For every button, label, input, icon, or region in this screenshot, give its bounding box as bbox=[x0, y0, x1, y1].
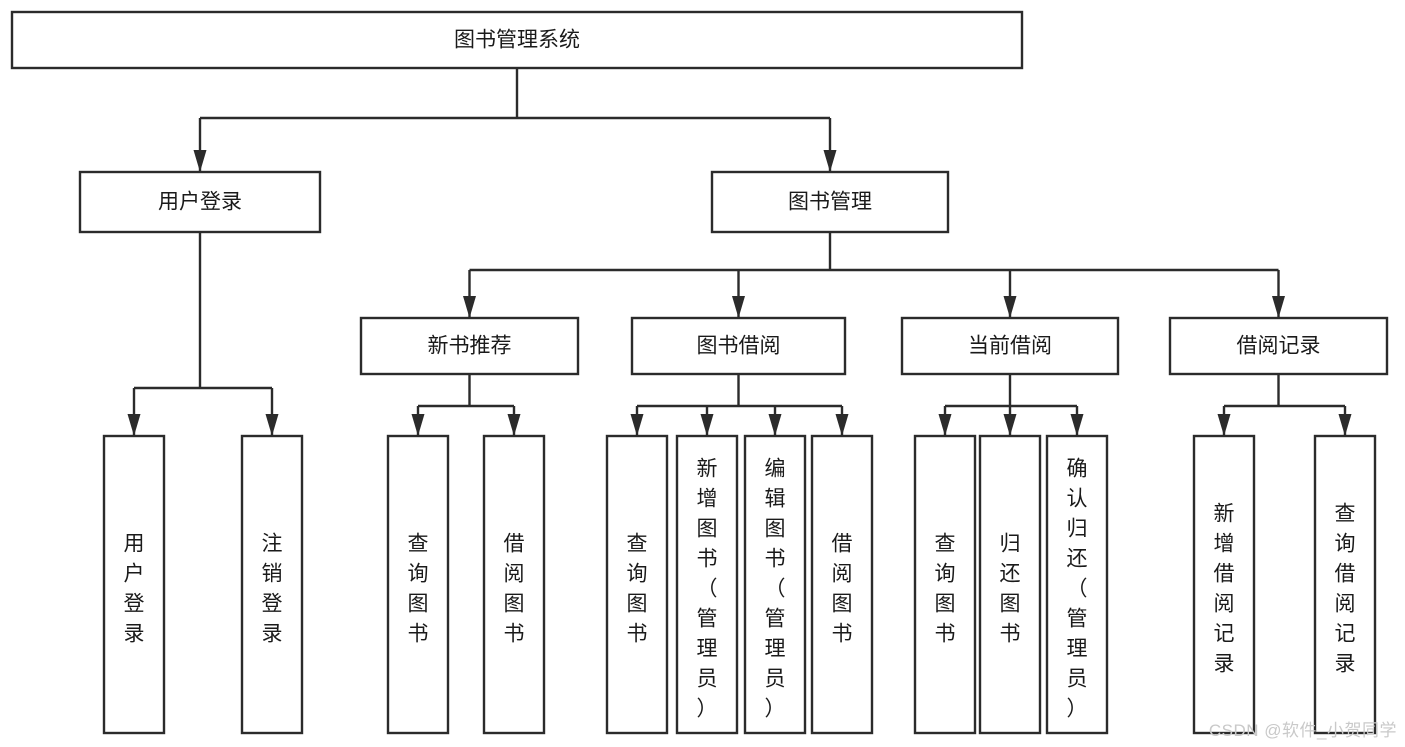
node-leaf-query-book-2[interactable]: 查询图书 bbox=[605, 434, 669, 735]
node-box-current-borrow bbox=[900, 316, 1120, 376]
node-box-leaf-query-book-3 bbox=[913, 434, 977, 735]
node-box-borrow-record bbox=[1168, 316, 1389, 376]
connector-layer bbox=[127, 68, 1352, 436]
node-label-leaf-query-record: 查询借阅记录 bbox=[1335, 502, 1356, 675]
node-label-book-manage: 图书管理 bbox=[788, 191, 872, 214]
node-leaf-borrow-book-1[interactable]: 借阅图书 bbox=[482, 434, 546, 735]
node-box-book-manage bbox=[710, 170, 950, 234]
node-new-book-rec[interactable]: 新书推荐 bbox=[359, 316, 580, 376]
node-label-leaf-add-book: 新增图书（管理员） bbox=[697, 457, 718, 720]
node-leaf-query-book-3[interactable]: 查询图书 bbox=[913, 434, 977, 735]
node-leaf-add-record[interactable]: 新增借阅记录 bbox=[1192, 434, 1256, 735]
arrow-head-leaf-add-book bbox=[700, 414, 714, 436]
node-leaf-query-record[interactable]: 查询借阅记录 bbox=[1313, 434, 1377, 735]
node-label-leaf-query-book-3: 查询图书 bbox=[935, 532, 956, 645]
node-label-book-borrow: 图书借阅 bbox=[697, 335, 781, 358]
node-box-user-login bbox=[78, 170, 322, 234]
arrow-head-borrow-record bbox=[1272, 296, 1285, 318]
node-label-leaf-borrow-book-1: 借阅图书 bbox=[504, 532, 525, 645]
node-box-leaf-add-record bbox=[1192, 434, 1256, 735]
arrow-head-user-login bbox=[193, 150, 207, 172]
node-book-borrow[interactable]: 图书借阅 bbox=[630, 316, 847, 376]
node-leaf-edit-book[interactable]: 编辑图书（管理员） bbox=[743, 434, 807, 735]
node-root[interactable]: 图书管理系统 bbox=[10, 10, 1024, 70]
node-box-leaf-user-login bbox=[102, 434, 166, 735]
node-label-leaf-logout: 注销登录 bbox=[262, 532, 283, 645]
node-label-current-borrow: 当前借阅 bbox=[968, 335, 1052, 358]
node-leaf-user-login[interactable]: 用户登录 bbox=[102, 434, 166, 735]
node-label-borrow-record: 借阅记录 bbox=[1237, 335, 1321, 358]
node-leaf-return-book[interactable]: 归还图书 bbox=[978, 434, 1042, 735]
node-box-leaf-query-book-1 bbox=[386, 434, 450, 735]
node-leaf-add-book[interactable]: 新增图书（管理员） bbox=[675, 434, 739, 735]
node-box-leaf-confirm-return bbox=[1045, 434, 1109, 735]
node-box-leaf-query-book-2 bbox=[605, 434, 669, 735]
arrow-head-leaf-query-book-3 bbox=[938, 414, 952, 436]
arrow-head-leaf-query-record bbox=[1338, 414, 1352, 436]
node-label-leaf-edit-book: 编辑图书（管理员） bbox=[765, 457, 786, 720]
arrow-head-leaf-borrow-book-1 bbox=[507, 414, 521, 436]
arrow-head-current-borrow bbox=[1003, 296, 1017, 318]
node-label-leaf-query-book-1: 查询图书 bbox=[408, 532, 429, 645]
node-book-manage[interactable]: 图书管理 bbox=[710, 170, 950, 234]
arrow-head-new-book-rec bbox=[463, 296, 476, 318]
arrow-head-leaf-confirm-return bbox=[1070, 414, 1084, 436]
arrow-head-leaf-query-book-2 bbox=[630, 414, 644, 436]
node-label-leaf-add-record: 新增借阅记录 bbox=[1214, 502, 1235, 675]
arrow-head-leaf-return-book bbox=[1003, 414, 1017, 436]
node-leaf-query-book-1[interactable]: 查询图书 bbox=[386, 434, 450, 735]
node-leaf-logout[interactable]: 注销登录 bbox=[240, 434, 304, 735]
node-label-root: 图书管理系统 bbox=[454, 29, 580, 52]
arrow-head-leaf-user-login bbox=[127, 414, 141, 436]
node-box-leaf-borrow-book-1 bbox=[482, 434, 546, 735]
node-label-leaf-return-book: 归还图书 bbox=[1000, 532, 1021, 645]
node-box-leaf-return-book bbox=[978, 434, 1042, 735]
node-leaf-confirm-return[interactable]: 确认归还（管理员） bbox=[1045, 434, 1109, 735]
node-box-leaf-logout bbox=[240, 434, 304, 735]
node-box-leaf-edit-book bbox=[743, 434, 807, 735]
node-label-new-book-rec: 新书推荐 bbox=[428, 335, 512, 358]
node-box-book-borrow bbox=[630, 316, 847, 376]
arrow-head-book-borrow bbox=[732, 296, 745, 318]
arrow-head-leaf-borrow-book-2 bbox=[835, 414, 849, 436]
arrow-head-leaf-add-record bbox=[1217, 414, 1231, 436]
node-label-user-login: 用户登录 bbox=[158, 191, 242, 214]
node-box-leaf-borrow-book-2 bbox=[810, 434, 874, 735]
node-label-leaf-confirm-return: 确认归还（管理员） bbox=[1067, 457, 1088, 720]
node-user-login[interactable]: 用户登录 bbox=[78, 170, 322, 234]
arrow-head-leaf-query-book-1 bbox=[411, 414, 425, 436]
node-box-leaf-query-record bbox=[1313, 434, 1377, 735]
arrow-head-leaf-edit-book bbox=[768, 414, 782, 436]
node-label-leaf-borrow-book-2: 借阅图书 bbox=[832, 532, 853, 645]
node-box-leaf-add-book bbox=[675, 434, 739, 735]
node-layer: 图书管理系统用户登录图书管理新书推荐图书借阅当前借阅借阅记录用户登录注销登录查询… bbox=[10, 10, 1389, 735]
node-box-new-book-rec bbox=[359, 316, 580, 376]
node-leaf-borrow-book-2[interactable]: 借阅图书 bbox=[810, 434, 874, 735]
node-borrow-record[interactable]: 借阅记录 bbox=[1168, 316, 1389, 376]
node-current-borrow[interactable]: 当前借阅 bbox=[900, 316, 1120, 376]
node-box-root bbox=[10, 10, 1024, 70]
arrow-head-book-manage bbox=[823, 150, 837, 172]
node-label-leaf-query-book-2: 查询图书 bbox=[627, 532, 648, 645]
arrow-head-leaf-logout bbox=[265, 414, 279, 436]
node-label-leaf-user-login: 用户登录 bbox=[124, 532, 145, 645]
